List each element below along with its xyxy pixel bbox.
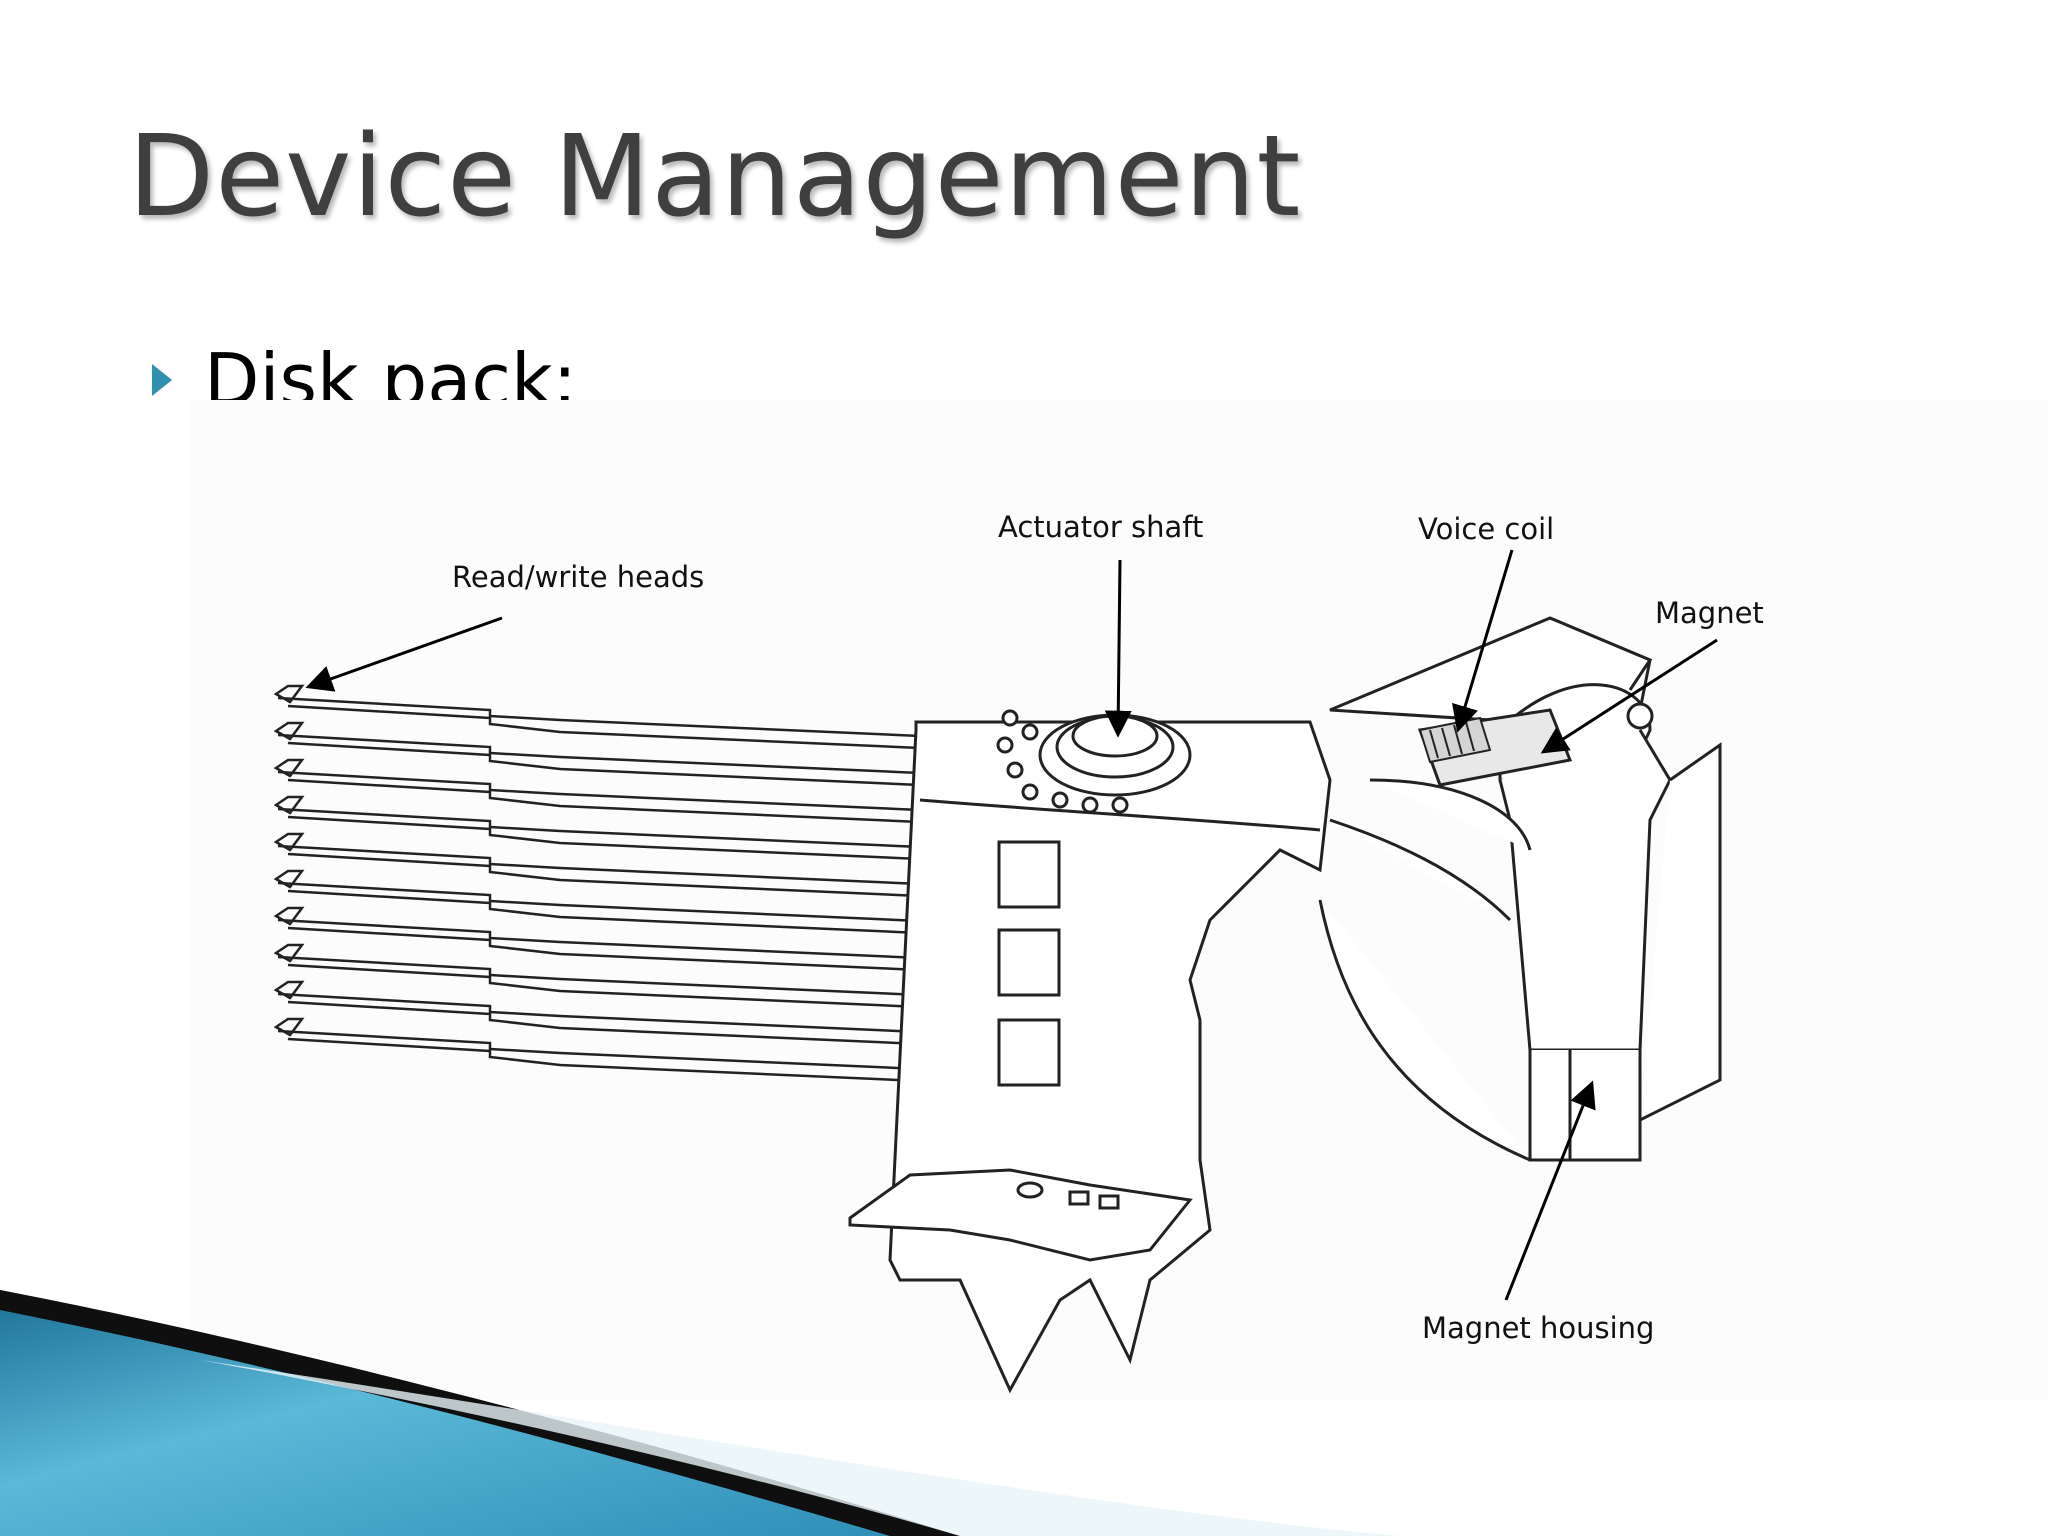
decorative-swoosh xyxy=(0,1290,1400,1536)
disk-pack-diagram: Read/write heads Actuator shaft Voice co… xyxy=(190,400,2048,1400)
base-plate xyxy=(848,1168,1193,1262)
arrow-magnet xyxy=(1540,638,1718,754)
actuator-arm xyxy=(277,881,921,935)
actuator-shaft-hub xyxy=(996,709,1192,814)
read-write-head xyxy=(273,980,305,1000)
magnet-housing xyxy=(1318,616,1722,1162)
read-write-head xyxy=(273,795,305,815)
arrow-read-write-heads xyxy=(305,616,503,692)
arrow-actuator-shaft xyxy=(1104,559,1132,738)
slide-title: Device Management xyxy=(128,112,1302,242)
label-voice-coil: Voice coil xyxy=(1418,512,1554,546)
read-write-head xyxy=(273,869,305,889)
read-write-head xyxy=(273,906,305,926)
actuator-arm xyxy=(277,770,921,824)
read-write-head xyxy=(273,943,305,963)
read-write-head xyxy=(273,1017,305,1037)
actuator-arm xyxy=(277,1029,921,1083)
read-write-head xyxy=(273,758,305,778)
arrow-magnet-housing xyxy=(1504,1080,1596,1301)
callout-arrows xyxy=(305,549,1718,1301)
actuator-arm xyxy=(277,807,921,861)
label-actuator-shaft: Actuator shaft xyxy=(998,510,1203,544)
triangle-bullet-icon xyxy=(152,364,172,396)
read-write-head xyxy=(273,832,305,852)
arrow-voice-coil xyxy=(1452,549,1514,733)
actuator-arm xyxy=(277,955,921,1009)
label-read-write-heads: Read/write heads xyxy=(452,560,704,594)
actuator-arm xyxy=(277,992,921,1046)
read-write-head xyxy=(273,721,305,741)
disk-pack-illustration: Read/write heads Actuator shaft Voice co… xyxy=(273,510,1764,1394)
actuator-arm xyxy=(277,844,921,898)
label-magnet-housing: Magnet housing xyxy=(1422,1311,1654,1345)
actuator-arm xyxy=(277,918,921,972)
actuator-arms xyxy=(273,684,921,1083)
actuator-arm xyxy=(277,733,921,787)
label-magnet: Magnet xyxy=(1655,596,1764,630)
actuator-arm xyxy=(277,696,921,750)
read-write-head xyxy=(273,684,305,704)
